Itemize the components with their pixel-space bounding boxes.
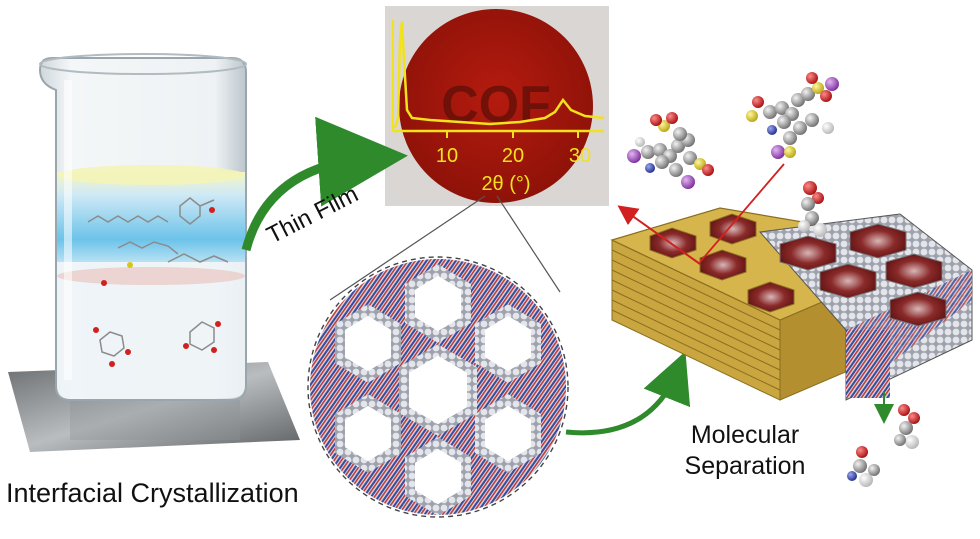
arrow-to-membrane: [565, 351, 691, 436]
cof-structure-zoom: [307, 256, 569, 518]
pore-upper-right: [475, 304, 541, 383]
cof-membrane-stack: [610, 163, 973, 424]
zoom-line-right: [496, 195, 561, 293]
pore-bottom: [405, 437, 471, 515]
arrow-to-film: [241, 116, 408, 252]
xrd-tick-label-20: 20: [502, 145, 524, 167]
molecular-separation-label: Molecular Separation: [660, 420, 830, 482]
pore-lower-left: [335, 394, 401, 473]
cof-film-disc: [399, 9, 593, 203]
molecular-label-line2: Separation: [684, 452, 806, 480]
red-arrow-rejected: [617, 205, 701, 265]
thin-film-photo: COF 10 20 30 2θ (°): [385, 6, 609, 206]
molecular-label-line1: Molecular: [690, 421, 800, 449]
pore-center: [399, 344, 477, 436]
xrd-tick-label-30: 30: [569, 145, 591, 167]
dye-molecule-left: [627, 112, 714, 189]
zoom-line-left: [329, 195, 486, 301]
beaker-reflection: [70, 400, 240, 440]
beaker-rim: [39, 53, 247, 75]
dye-molecule-right: [746, 72, 839, 159]
aqueous-molecules: [99, 321, 215, 357]
small-molecule-permeate-1: [894, 404, 920, 449]
beaker: [8, 53, 300, 452]
red-line-from-molecule: [699, 163, 785, 263]
glass-highlight: [64, 80, 72, 380]
layer-stack: [611, 239, 851, 401]
pore-lower-right: [475, 394, 541, 473]
interfacial-crystallization-label: Interfacial Crystallization: [6, 478, 299, 508]
cof-stamp: COF: [441, 76, 551, 134]
organic-layer: [57, 172, 245, 262]
atomistic-block: [759, 213, 973, 401]
aqueous-oxygens: [93, 321, 221, 367]
small-molecule-permeate-2: [847, 446, 880, 487]
pore-upper-left: [335, 304, 401, 383]
pore-top: [405, 264, 471, 343]
small-molecule-top: [798, 181, 827, 237]
aqueous-layer: [57, 262, 245, 398]
xrd-pattern: [393, 21, 605, 129]
interface-film: [57, 267, 245, 285]
xrd-tick-label-10: 10: [436, 145, 458, 167]
organic-molecules: [87, 197, 229, 263]
xrd-axis-label: 2θ (°): [481, 173, 530, 195]
liquid-surface: [57, 165, 245, 185]
